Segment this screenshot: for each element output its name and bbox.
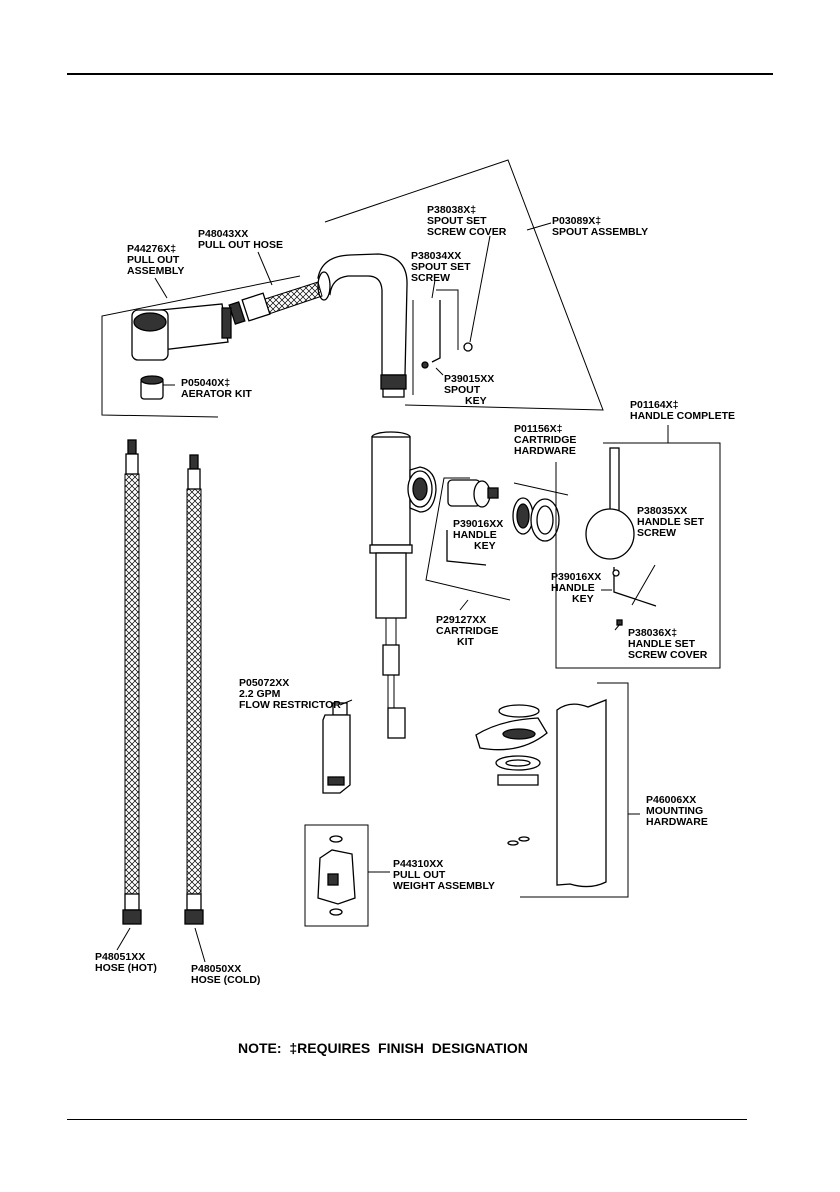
svg-text:P48050XX: P48050XX bbox=[191, 963, 241, 975]
svg-text:HOSE (HOT): HOSE (HOT) bbox=[95, 962, 157, 974]
spout-set-screw-group bbox=[412, 289, 473, 395]
svg-text:SCREW COVER: SCREW COVER bbox=[427, 226, 507, 238]
label-handle-set-screw: P38035XX HANDLE SET SCREW bbox=[637, 505, 705, 539]
label-handle-set-screw-cover: P38036X‡ HANDLE SET SCREW COVER bbox=[628, 627, 708, 661]
svg-text:SCREW: SCREW bbox=[637, 527, 676, 539]
svg-text:P38038X‡: P38038X‡ bbox=[427, 204, 476, 216]
mounting-hardware-part bbox=[475, 682, 629, 898]
svg-text:SPOUT: SPOUT bbox=[444, 384, 481, 396]
svg-text:WEIGHT ASSEMBLY: WEIGHT ASSEMBLY bbox=[393, 880, 495, 892]
svg-text:AERATOR KIT: AERATOR KIT bbox=[181, 388, 252, 400]
flow-restrictor-part bbox=[322, 702, 351, 794]
label-aerator-kit: P05040X‡ AERATOR KIT bbox=[181, 377, 252, 400]
cartridge-kit-part bbox=[425, 477, 511, 601]
svg-text:P38036X‡: P38036X‡ bbox=[628, 627, 677, 639]
pull-out-hose-part bbox=[228, 281, 323, 325]
svg-text:SPOUT SET: SPOUT SET bbox=[427, 215, 487, 227]
leader-lines bbox=[116, 222, 669, 963]
svg-text:HANDLE SET: HANDLE SET bbox=[637, 516, 705, 528]
label-pull-out-hose: P48043XX PULL OUT HOSE bbox=[198, 228, 283, 251]
svg-text:2.2 GPM: 2.2 GPM bbox=[239, 688, 281, 700]
svg-text:HANDLE: HANDLE bbox=[453, 529, 497, 541]
svg-text:P03089X‡: P03089X‡ bbox=[552, 215, 601, 227]
label-pull-out-assembly: P44276X‡ PULL OUT ASSEMBLY bbox=[127, 243, 184, 277]
svg-text:P46006XX: P46006XX bbox=[646, 794, 696, 806]
label-spout-set-screw: P38034XX SPOUT SET SCREW bbox=[411, 250, 471, 284]
svg-text:SCREW COVER: SCREW COVER bbox=[628, 649, 708, 661]
svg-text:HARDWARE: HARDWARE bbox=[514, 445, 576, 457]
pull-out-weight-part bbox=[304, 824, 369, 927]
pull-out-assembly-part bbox=[131, 303, 232, 361]
svg-text:P38034XX: P38034XX bbox=[411, 250, 461, 262]
svg-text:HANDLE: HANDLE bbox=[551, 582, 595, 594]
label-handle-key-2: P39016XX HANDLE KEY bbox=[551, 571, 601, 605]
hose-cold-part bbox=[184, 454, 204, 925]
spout-assembly-outline bbox=[101, 159, 604, 418]
svg-text:SPOUT ASSEMBLY: SPOUT ASSEMBLY bbox=[552, 226, 648, 238]
label-hose-hot: P48051XX HOSE (HOT) bbox=[95, 951, 157, 974]
svg-text:SPOUT SET: SPOUT SET bbox=[411, 261, 471, 273]
svg-text:KEY: KEY bbox=[572, 593, 594, 605]
svg-text:P44276X‡: P44276X‡ bbox=[127, 243, 176, 255]
svg-text:P01156X‡: P01156X‡ bbox=[514, 423, 563, 435]
label-pull-out-weight: P44310XX PULL OUT WEIGHT ASSEMBLY bbox=[393, 858, 495, 892]
label-cartridge-kit: P29127XX CARTRIDGE KIT bbox=[436, 614, 498, 648]
spout-part bbox=[317, 253, 408, 398]
aerator-kit-part bbox=[140, 375, 164, 400]
svg-text:P48043XX: P48043XX bbox=[198, 228, 248, 240]
label-handle-complete: P01164X‡ HANDLE COMPLETE bbox=[630, 399, 735, 422]
svg-text:P44310XX: P44310XX bbox=[393, 858, 443, 870]
svg-text:PULL OUT HOSE: PULL OUT HOSE bbox=[198, 239, 283, 251]
cartridge-hardware-part bbox=[512, 482, 569, 542]
label-handle-key-1: P39016XX HANDLE KEY bbox=[453, 518, 503, 552]
svg-text:P48051XX: P48051XX bbox=[95, 951, 145, 963]
svg-text:CARTRIDGE: CARTRIDGE bbox=[514, 434, 576, 446]
svg-text:KEY: KEY bbox=[474, 540, 496, 552]
svg-text:P29127XX: P29127XX bbox=[436, 614, 486, 626]
label-hose-cold: P48050XX HOSE (COLD) bbox=[191, 963, 260, 986]
svg-text:P05072XX: P05072XX bbox=[239, 677, 289, 689]
svg-text:PULL OUT: PULL OUT bbox=[127, 254, 180, 266]
bottom-rule bbox=[67, 1119, 747, 1120]
svg-text:P39016XX: P39016XX bbox=[453, 518, 503, 530]
svg-text:SCREW: SCREW bbox=[411, 272, 450, 284]
svg-text:MOUNTING: MOUNTING bbox=[646, 805, 703, 817]
svg-text:P39016XX: P39016XX bbox=[551, 571, 601, 583]
svg-text:CARTRIDGE: CARTRIDGE bbox=[436, 625, 498, 637]
svg-text:P01164X‡: P01164X‡ bbox=[630, 399, 679, 411]
handle-complete-part bbox=[555, 442, 721, 669]
svg-text:P39015XX: P39015XX bbox=[444, 373, 494, 385]
svg-text:ASSEMBLY: ASSEMBLY bbox=[127, 265, 184, 277]
svg-text:HANDLE SET: HANDLE SET bbox=[628, 638, 696, 650]
svg-text:KIT: KIT bbox=[457, 636, 475, 648]
label-mounting-hardware: P46006XX MOUNTING HARDWARE bbox=[646, 794, 708, 828]
svg-text:HOSE (COLD): HOSE (COLD) bbox=[191, 974, 260, 986]
label-spout-set-screw-cover: P38038X‡ SPOUT SET SCREW COVER bbox=[427, 204, 507, 238]
svg-text:P05040X‡: P05040X‡ bbox=[181, 377, 230, 389]
svg-text:HARDWARE: HARDWARE bbox=[646, 816, 708, 828]
hose-hot-part bbox=[122, 439, 142, 925]
label-flow-restrictor: P05072XX 2.2 GPM FLOW RESTRICTOR bbox=[239, 677, 341, 711]
svg-text:KEY: KEY bbox=[465, 395, 487, 407]
svg-text:HANDLE COMPLETE: HANDLE COMPLETE bbox=[630, 410, 735, 422]
svg-text:P38035XX: P38035XX bbox=[637, 505, 687, 517]
svg-text:PULL OUT: PULL OUT bbox=[393, 869, 446, 881]
label-cartridge-hardware: P01156X‡ CARTRIDGE HARDWARE bbox=[514, 423, 576, 457]
finish-designation-note: NOTE: ‡REQUIRES FINISH DESIGNATION bbox=[238, 1040, 528, 1056]
label-spout-assembly: P03089X‡ SPOUT ASSEMBLY bbox=[552, 215, 648, 238]
top-rule bbox=[67, 73, 773, 75]
label-spout-key: P39015XX SPOUT KEY bbox=[444, 373, 494, 407]
svg-text:FLOW RESTRICTOR: FLOW RESTRICTOR bbox=[239, 699, 341, 711]
faucet-body-part bbox=[369, 431, 437, 739]
